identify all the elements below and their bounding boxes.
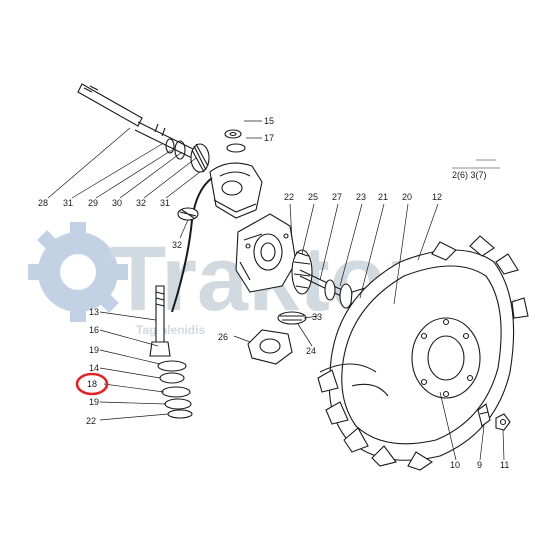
callout-31: 31	[63, 198, 73, 208]
callout-16: 16	[89, 325, 99, 335]
callout-24: 24	[306, 346, 316, 356]
callout-19-upper: 19	[89, 345, 99, 355]
callout-27: 27	[332, 192, 342, 202]
callout-12: 12	[432, 192, 442, 202]
final-drive-housing	[235, 213, 297, 293]
callout-15: 15	[264, 116, 274, 126]
callout-11: 11	[500, 460, 509, 470]
callout-23: 23	[356, 192, 366, 202]
callout-31-second: 31	[160, 198, 170, 208]
callout-21: 21	[378, 192, 388, 202]
callout-labels: 28 31 29 30 32 31 32 15 17 22 25 27 23 2…	[38, 116, 509, 470]
callout-30: 30	[112, 198, 122, 208]
highlight-ring	[75, 372, 109, 396]
callout-29: 29	[88, 198, 98, 208]
callout-18: 18	[87, 379, 97, 389]
main-shaft	[77, 83, 196, 159]
washer-15	[224, 129, 242, 139]
callout-33: 33	[312, 312, 322, 322]
line-art	[47, 83, 529, 471]
upper-housing	[209, 162, 263, 219]
cover-plate-26	[247, 329, 293, 365]
gear-logo-icon	[28, 222, 128, 322]
callout-32-gear: 32	[172, 240, 182, 250]
callout-17: 17	[264, 133, 274, 143]
callout-10: 10	[450, 460, 460, 470]
ring-gear	[291, 249, 313, 295]
callout-9: 9	[477, 460, 482, 470]
callout-28: 28	[38, 198, 48, 208]
callout-32: 32	[136, 198, 146, 208]
watermark-tagline: Tagtalenidis	[136, 323, 205, 337]
callout-25: 25	[308, 192, 318, 202]
wheel-bolt	[477, 403, 491, 427]
callout-19-lower: 19	[89, 397, 99, 407]
leader-lines	[47, 120, 505, 461]
callout-14: 14	[89, 363, 99, 373]
side-note-rule	[452, 159, 500, 169]
callout-20: 20	[402, 192, 412, 202]
callout-13: 13	[89, 307, 99, 317]
callout-26: 26	[218, 332, 228, 342]
washer-17	[226, 143, 246, 153]
bearing-33	[277, 311, 307, 325]
side-note: 2(6) 3(7)	[452, 170, 487, 180]
callout-22-bottom: 22	[86, 416, 96, 426]
callout-22-top: 22	[284, 192, 294, 202]
vertical-shaft-stack	[149, 285, 193, 419]
wheel-tire	[317, 235, 529, 471]
small-gear-32	[177, 207, 199, 221]
wheel-nut	[495, 413, 511, 431]
